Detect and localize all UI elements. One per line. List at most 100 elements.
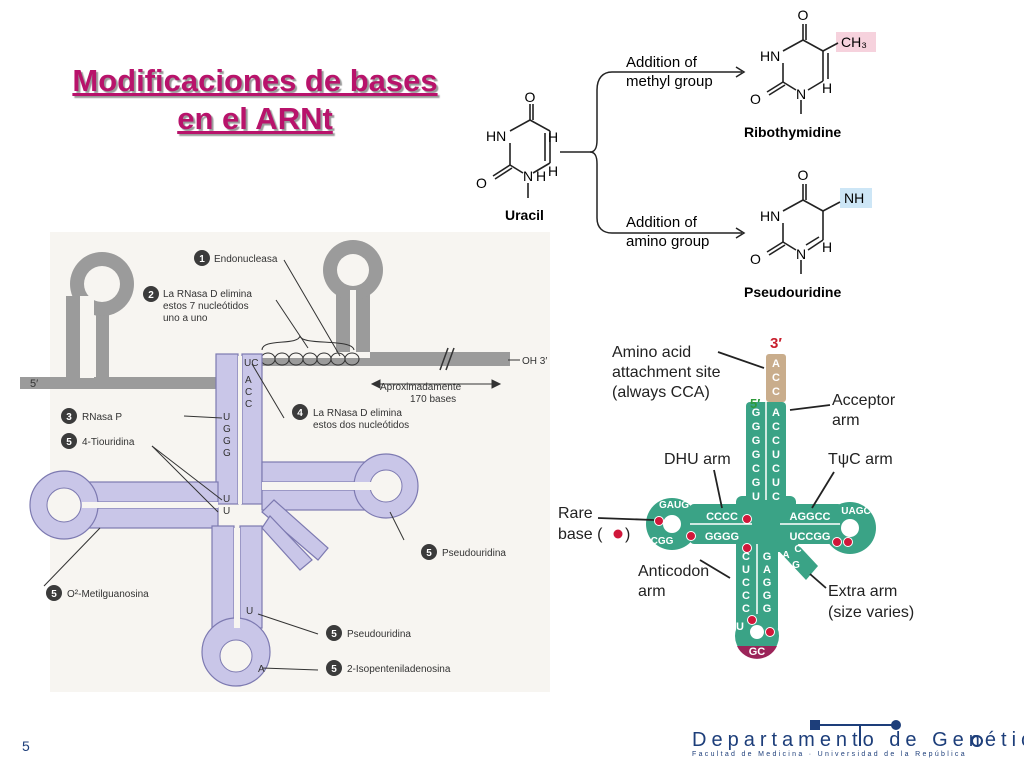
page-number: 5: [22, 738, 30, 754]
uracil-n: N: [523, 168, 533, 184]
ribothymidine-hn: HN: [760, 48, 780, 64]
extra-2: G: [792, 560, 800, 571]
right-hairpin-stem-b: [356, 290, 370, 358]
label-4-tiouridina: 4-Tiouridina: [82, 437, 135, 448]
pseudouridine-n: N: [796, 246, 806, 262]
badge-5c: [46, 585, 62, 601]
badge-5e: [326, 660, 342, 676]
label-rnasa-d-5: estos dos nucleótidos: [313, 420, 409, 431]
tpsic-bottom-seq: UCCGG: [790, 531, 831, 543]
label-rnasa-d-2: estos 7 nucleótidos: [163, 301, 249, 312]
extra-arm: [776, 536, 818, 580]
extra-3: C: [794, 544, 801, 555]
cca-c2: C: [772, 386, 780, 398]
aprox-label-2: 170 bases: [410, 394, 456, 405]
tpsic-label: TψC arm: [828, 451, 893, 468]
ac-left-5: C: [742, 603, 750, 615]
left-hairpin-stem: [96, 296, 109, 388]
label-rnasa-p: RNasa P: [82, 412, 122, 423]
dhu-loop-seq: GAUG: [659, 500, 689, 511]
uggg-base-g1: G: [223, 424, 231, 435]
ribothymidine-o-top: O: [798, 7, 809, 23]
anticodon-loop-hole: [750, 625, 764, 639]
right-hairpin-stem-a: [336, 290, 350, 358]
tpsic-top-seq: AGGCC: [790, 511, 831, 523]
uracil-o-top: O: [525, 89, 536, 105]
uu-base-2: U: [223, 506, 230, 517]
pseudouridine-o-top: O: [798, 167, 809, 183]
pseudouridine-h: H: [822, 239, 832, 255]
acc-right-6: U: [772, 477, 780, 489]
badge-3-number: 3: [66, 412, 72, 423]
uracil-structure: [492, 104, 551, 198]
uu-base-1: U: [223, 494, 230, 505]
acceptor-gap: [238, 356, 242, 504]
cloverleaf-callouts: [597, 351, 835, 589]
uggg-base-g3: G: [223, 448, 231, 459]
rare-base-dots: [654, 514, 853, 637]
badge-3: [61, 408, 77, 424]
loop-holes: [46, 469, 403, 673]
ac-left-6: U: [736, 621, 744, 633]
acc-left-7: U: [752, 491, 760, 503]
acc-base-c1: C: [245, 387, 252, 398]
t-arm-gap: [262, 482, 380, 490]
dhu-loop-hole: [663, 515, 681, 533]
anticodon-loop-seq: GC: [749, 646, 766, 658]
trna-cloverleaf-diagram: A C C G G G G C G U A C C U C U C CCCC G…: [558, 335, 914, 659]
badge-4-number: 4: [297, 408, 303, 419]
uracil-name: Uracil: [505, 207, 544, 223]
right-hairpin-hole: [337, 254, 369, 286]
acc-right-7: C: [772, 491, 780, 503]
badge-5d-number: 5: [331, 629, 337, 640]
dhu-loop-seq-2: CGG: [651, 536, 674, 547]
uc-bases: UC: [244, 358, 258, 369]
ribothymidine-ch3: CH₃: [841, 34, 867, 50]
badge-5b-number: 5: [426, 548, 432, 559]
acc-right-5: C: [772, 463, 780, 475]
anticodon-triplet: [737, 646, 777, 659]
department-subtitle: Facultad de Medicina · Universidad de la…: [692, 751, 967, 758]
dhu-label: DHU arm: [664, 451, 731, 468]
rare-base-label-2: base (: [558, 526, 603, 543]
department-logo-mark: [810, 720, 983, 747]
five-prime-label: 5′: [750, 396, 760, 411]
ribothymidine-name: Ribothymidine: [744, 124, 841, 140]
acc-left-3: G: [752, 435, 761, 447]
slide-title: Modificaciones de bases en el ARNt: [30, 62, 480, 138]
acceptor-label-1: Acceptor: [832, 392, 896, 409]
badge-2-number: 2: [148, 290, 154, 301]
pseudouridine-structure: [766, 184, 841, 274]
badge-5a: [61, 433, 77, 449]
anticodon-gap: [234, 528, 240, 628]
uracil-h1: H: [548, 129, 558, 145]
badge-5c-number: 5: [51, 589, 57, 600]
acc-left-2: G: [752, 421, 761, 433]
anticodon-label-1: Anticodon: [638, 563, 709, 580]
step-badges: [46, 250, 437, 676]
pseudouridine-nh: NH: [844, 190, 864, 206]
acc-left-1: G: [752, 407, 761, 419]
pseudouridine-o-bottom: O: [750, 251, 761, 267]
dhu-top-seq: CCCC: [706, 511, 738, 523]
cca-tail: [766, 354, 786, 402]
anticodon-label-2: arm: [638, 583, 666, 600]
title-line-2: en el ARNt: [177, 101, 333, 136]
uggg-base-g2: G: [223, 436, 231, 447]
label-isopenteniladenosina: 2-Isopenteniladenosina: [347, 664, 451, 675]
aa-site-line2: attachment site: [612, 364, 721, 381]
logo-ring: [971, 735, 983, 747]
ac-right-2: A: [763, 564, 771, 576]
extra-1: A: [782, 550, 789, 561]
tpsic-loop-hole: [841, 519, 859, 537]
label-rnasa-d-1: La RNasa D elimina: [163, 289, 252, 300]
badge-5d: [326, 625, 342, 641]
ac-right-5: G: [763, 603, 772, 615]
extra-arm-label-1: Extra arm: [828, 583, 897, 600]
pseudouridine-hn: HN: [760, 208, 780, 224]
acc-left-5: C: [752, 463, 760, 475]
uracil-hn: HN: [486, 128, 506, 144]
ac-left-3: C: [742, 577, 750, 589]
callout-lines: [43, 259, 405, 671]
base-modification-diagram: O HN H H O N H Uracil Addition of methyl…: [476, 7, 876, 300]
